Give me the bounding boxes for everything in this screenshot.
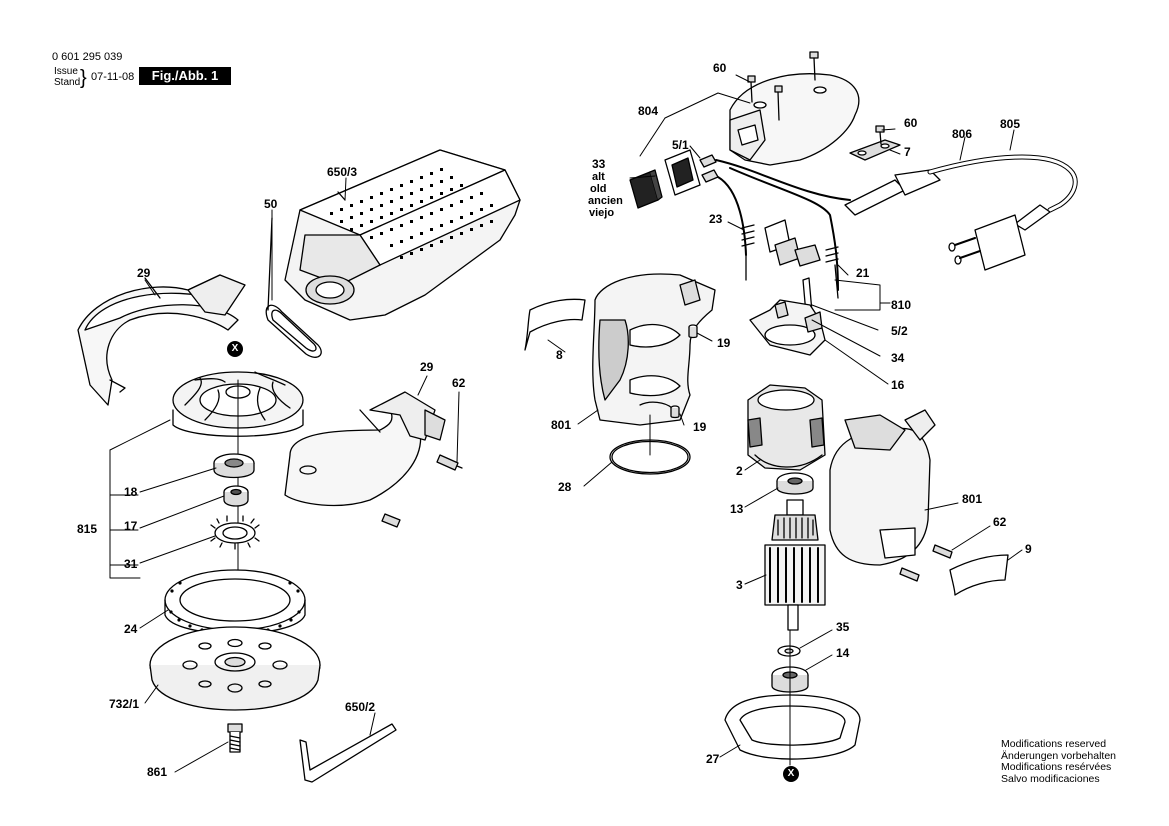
label-60-clamp: 60 [904,116,918,130]
label-861: 861 [147,765,168,779]
hex-key-650-2 [299,723,397,783]
label-60-top: 60 [713,61,727,75]
label-13: 13 [730,502,744,516]
label-801-left: 801 [551,418,572,432]
washer-35 [777,645,801,657]
screw-861 [227,723,243,753]
label-23: 23 [709,212,723,226]
label-62-right: 62 [993,515,1007,529]
modification-notes: Modifications reserved Änderungen vorbeh… [1001,738,1117,785]
label-33: 33 [592,157,606,171]
note-english: Modifications reserved [1001,738,1107,750]
label-62-mid: 62 [452,376,466,390]
sanding-pad-732-1 [149,626,321,711]
label-31: 31 [124,557,138,571]
switch-33-old [629,169,663,209]
label-35: 35 [836,620,850,634]
figure-label: Fig./Abb. 1 [139,67,231,85]
gasket-50 [265,217,322,358]
dust-shroud-29-top [77,274,246,406]
label-alt: alt [592,171,605,183]
shroud-screw [381,513,401,528]
note-spanish: Salvo modificaciones [1001,772,1100,785]
canister-vent-grid [330,168,493,259]
armature-3 [764,499,826,631]
issue-label: Issue [54,66,78,77]
label-5-2: 5/2 [891,324,908,338]
screw-62-mid [436,454,463,471]
label-804: 804 [638,104,659,118]
fan-assembly [172,371,304,633]
label-16: 16 [891,378,905,392]
stand-label: Stand [54,77,81,88]
screws-62-right [899,544,953,582]
label-28: 28 [558,480,572,494]
brush-plate-16 [749,299,826,356]
wiring [715,159,851,291]
label-8 [524,298,586,351]
dust-canister-650-3 [284,149,521,321]
label-50: 50 [264,197,278,211]
label-ancien: ancien [588,195,623,207]
leader-lines [109,74,1023,773]
pin-19-lower [670,405,680,419]
label-7: 7 [904,145,911,159]
housing-cover [729,73,860,166]
label-9 [949,554,1009,596]
issue-date: 07-11-08 [91,71,135,83]
label-19-lower: 19 [693,420,707,434]
label-815: 815 [77,522,98,536]
label-34: 34 [891,351,905,365]
stator-2 [747,384,826,471]
label-24: 24 [124,622,138,636]
cord-clamp-7 [849,125,901,161]
label-8: 8 [556,348,563,362]
label-810: 810 [891,298,912,312]
label-29-top: 29 [137,266,151,280]
housing-801-left [592,273,716,426]
power-cord [844,154,1078,271]
pin-19-upper [688,324,698,339]
label-27: 27 [706,752,720,766]
washer-17 [223,485,249,507]
label-2: 2 [736,464,743,478]
label-19-upper: 19 [717,336,731,350]
label-14: 14 [836,646,850,660]
dust-shroud-29-mid [284,391,446,507]
brush-holder-23 [741,219,801,281]
label-801-right: 801 [962,492,983,506]
label-650-3: 650/3 [327,165,358,179]
label-29-mid: 29 [420,360,434,374]
label-732-1: 732/1 [109,697,140,711]
label-viejo: viejo [589,207,615,219]
x-marker-top: X [227,341,243,357]
label-17: 17 [124,519,138,533]
label-805: 805 [1000,117,1021,131]
label-old: old [590,183,607,195]
x-marker-bottom: X [783,766,799,782]
note-german: Änderungen vorbehalten [1001,749,1117,762]
label-650-2: 650/2 [345,700,376,714]
label-806: 806 [952,127,973,141]
label-21: 21 [856,266,870,280]
switch-5-1 [664,149,719,196]
bearing-13 [776,472,814,495]
label-9: 9 [1025,542,1032,556]
screws-60-top [747,51,819,121]
snap-ring-31 [210,515,260,550]
o-ring-28 [609,414,691,475]
housing-801-right [829,409,936,566]
ring-24 [164,569,306,636]
label-18: 18 [124,485,138,499]
bearing-seat-27 [724,629,861,766]
label-3: 3 [736,578,743,592]
note-french: Modifications resérvées [1001,761,1112,773]
brace-glyph: } [80,67,87,89]
label-5-1: 5/1 [672,138,689,152]
bearing-18 [213,453,255,479]
document-number: 0 601 295 039 [52,51,123,63]
